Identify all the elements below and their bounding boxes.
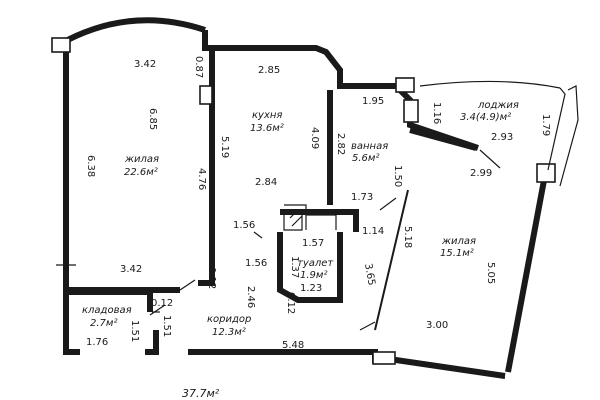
dimension-labels: 3.42 6.85 6.38 4.76 3.42 0.87 2.85 5.19 …: [85, 56, 551, 351]
dim-bath-bottom: 1.73: [351, 192, 373, 203]
dim-bath-right: 1.50: [392, 165, 403, 187]
column-top-mid: [199, 85, 213, 105]
kitchen-top-wall: [202, 30, 403, 89]
dim-living-top: 3.42: [134, 59, 156, 70]
columns: [51, 37, 556, 365]
dim-kitchen-right: 4.09: [309, 127, 320, 149]
room-area-living-left: 22.6м²: [124, 167, 158, 178]
loggia-balcony-rail: [559, 85, 579, 187]
column-top-left: [51, 37, 71, 53]
room-area-corridor: 12.3м²: [212, 327, 246, 338]
door-line-bath: [379, 197, 397, 211]
dim-corr-156-top: 1.56: [233, 220, 255, 231]
dim-wall-012-b: 0.12: [151, 298, 173, 309]
dim-corr-156-mid: 1.56: [245, 258, 267, 269]
room-name-kitchen: кухня: [252, 110, 282, 121]
loggia-right: [547, 87, 566, 171]
storage-right-wall: [145, 330, 159, 355]
dim-wall-012-c: 0.12: [285, 292, 296, 314]
walls: [58, 17, 548, 379]
dim-loggia-left: 1.16: [431, 102, 442, 124]
dim-lr-right: 5.05: [485, 262, 496, 284]
dim-loggia-bottom: 2.99: [470, 168, 492, 179]
column-loggia: [536, 163, 556, 183]
dim-loggia-right: 1.79: [540, 114, 551, 136]
living-corridor-wall-right: [198, 272, 215, 286]
corridor-right-edge: [394, 361, 506, 379]
stair-box: [284, 204, 337, 230]
room-name-living-right: жилая: [441, 236, 476, 247]
room-name-storage: кладовая: [82, 305, 132, 316]
dim-living-diag: 6.85: [147, 108, 158, 130]
storage-left-wall: [63, 292, 80, 355]
dim-toilet-157: 1.57: [302, 238, 324, 249]
column-bottom: [372, 351, 396, 365]
room-area-living-right: 15.1м²: [440, 248, 474, 259]
dim-bath-left: 2.82: [335, 133, 346, 155]
loggia-curve: [419, 80, 561, 89]
dim-loggia-mid: 2.93: [491, 132, 513, 143]
column-bath: [395, 77, 415, 93]
room-name-toilet: туалет: [297, 258, 334, 269]
dim-toilet-123: 1.23: [300, 283, 322, 294]
room-area-loggia: 3.4(4.9)м²: [460, 112, 511, 123]
dim-lr-diag: 3.65: [362, 263, 377, 287]
dim-hall-114: 1.14: [362, 226, 384, 237]
dim-storage-176: 1.76: [86, 337, 108, 348]
dim-corr-246: 2.46: [245, 286, 256, 308]
toilet-fixture: [283, 209, 303, 231]
dim-bath-top: 1.95: [362, 96, 384, 107]
column-bath-low: [403, 99, 419, 123]
room-name-living-left: жилая: [124, 154, 159, 165]
door-line-corr: [253, 231, 263, 239]
toilet-top-wall: [280, 209, 359, 232]
dim-storage-151-a: 1.51: [129, 320, 140, 342]
dim-kitchen-top: 2.85: [258, 65, 280, 76]
dim-wall-012-a: 0.12: [206, 267, 217, 289]
dim-living-inner: 4.76: [196, 168, 207, 190]
dim-living-side: 6.38: [85, 155, 96, 177]
loggia-outline: [419, 80, 579, 187]
door-line-left: [179, 279, 196, 291]
corridor-bottom-wall: [188, 349, 506, 379]
room-area-bathroom: 5.6м²: [352, 153, 379, 164]
living-room-curved-wall: [58, 17, 206, 47]
door-line-lr: [479, 149, 501, 169]
dim-kitchen-left: 5.19: [219, 136, 230, 158]
dim-lr-bottom: 3.00: [426, 320, 448, 331]
room-area-kitchen: 13.6м²: [250, 123, 284, 134]
door-line-storage: [149, 304, 166, 316]
dim-kitchen-bottom: 2.84: [255, 177, 277, 188]
living-right-top-wall: [409, 127, 477, 151]
dim-storage-151-b: 1.51: [161, 315, 172, 337]
total-area-label: 37.7м²: [182, 387, 220, 400]
living-right-outer-wall: [505, 174, 548, 373]
toilet-walls: [277, 232, 343, 303]
room-area-toilet: 1.9м²: [300, 270, 327, 281]
dim-corr-548: 5.48: [282, 340, 304, 351]
dim-wall-087: 0.87: [193, 56, 204, 78]
room-labels: жилая 22.6м² кухня 13.6м² ванная 5.6м² л…: [82, 100, 519, 338]
living-right-partition: [374, 189, 409, 331]
dim-toilet-137: 1.37: [289, 256, 300, 278]
dim-lr-left: 5.18: [402, 226, 413, 248]
details: [56, 149, 506, 379]
room-area-storage: 2.7м²: [90, 318, 117, 329]
storage-top-wall: [66, 289, 153, 312]
room-name-bathroom: ванная: [351, 141, 388, 152]
room-name-corridor: коридор: [207, 314, 251, 325]
door-line-corridor: [359, 321, 376, 331]
room-name-loggia: лоджия: [477, 100, 519, 111]
dim-living-bottom: 3.42: [120, 264, 142, 275]
